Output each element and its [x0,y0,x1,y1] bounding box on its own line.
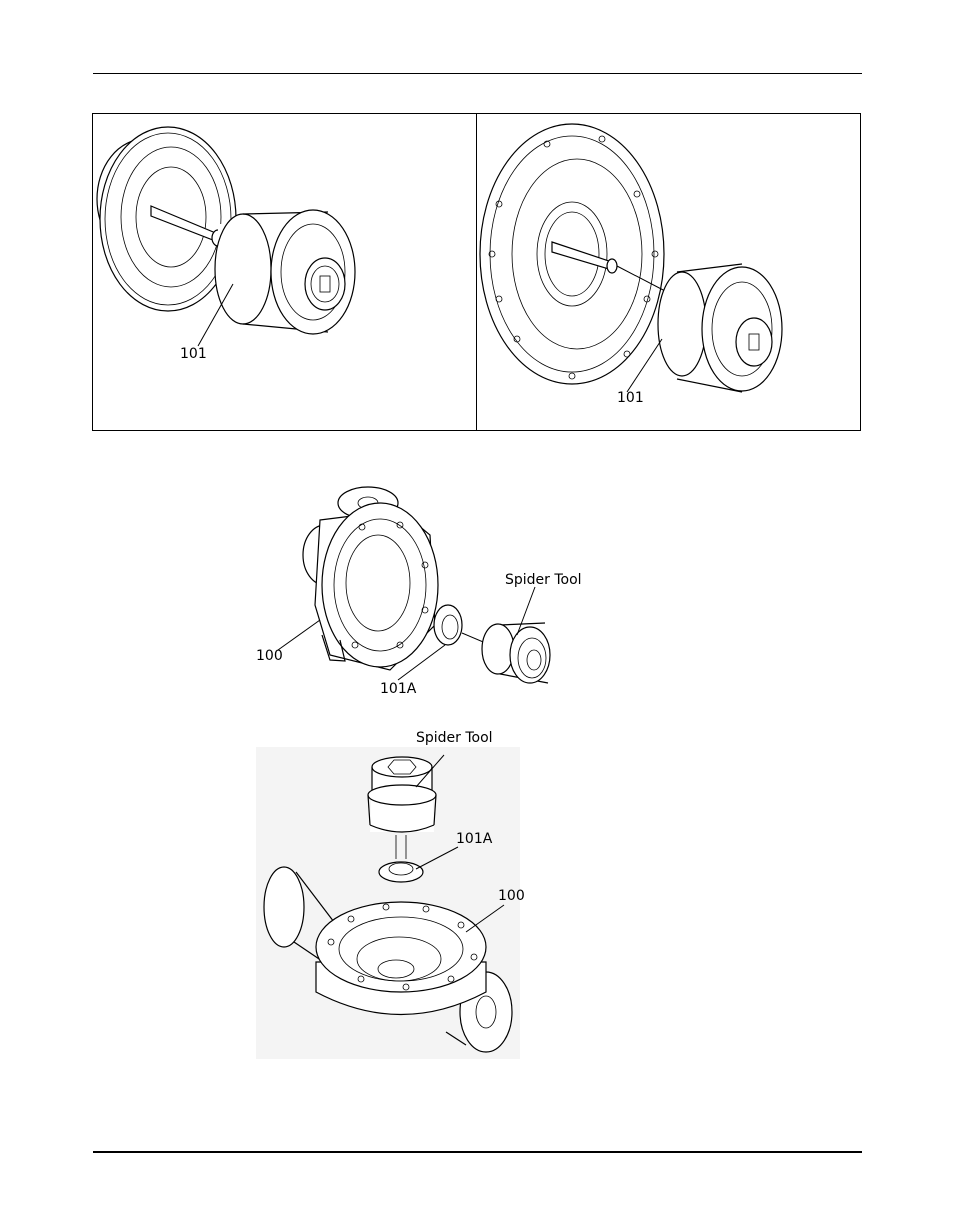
vertical-casing-spider-tool-illustration [256,747,520,1059]
part-label-101-right: 101 [617,390,644,406]
label-spider-tool-middle: Spider Tool [505,572,582,588]
part-label-100-middle: 100 [256,648,283,664]
part-label-100-bottom: 100 [498,888,525,904]
impeller-cover-illustration-right [477,114,860,430]
label-spider-tool-bottom: Spider Tool [416,730,493,746]
part-label-101-left: 101 [180,346,207,362]
casing-spider-tool-illustration [250,475,600,705]
footer-rule [93,1151,862,1153]
part-label-101a-middle: 101A [380,681,416,697]
header-rule [93,73,862,74]
part-label-101a-bottom: 101A [456,831,492,847]
impeller-backplate-illustration-left [93,114,476,430]
